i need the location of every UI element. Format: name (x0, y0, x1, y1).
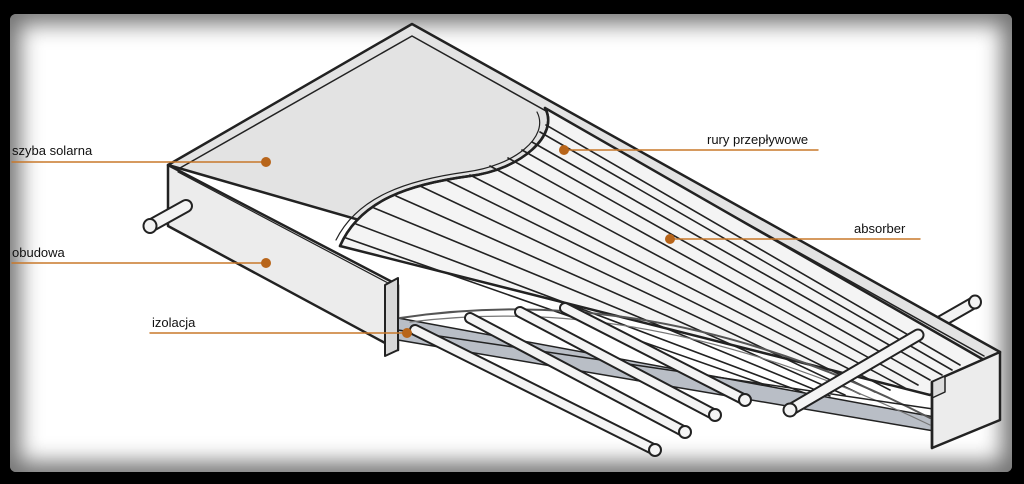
diagram-panel: szyba solarna obudowa izolacja rury prze… (10, 14, 1012, 472)
inlet-pipe-left (142, 199, 193, 234)
dot-absorber (665, 234, 675, 244)
marker-dots (261, 145, 675, 338)
label-szyba-solarna: szyba solarna (12, 143, 93, 158)
dot-szyba (261, 157, 271, 167)
label-obudowa: obudowa (12, 245, 65, 260)
label-rury-przeplywowe: rury przepływowe (707, 132, 809, 147)
leader-lines (11, 149, 921, 334)
dot-izolacja (402, 328, 412, 338)
flow-tubes (345, 124, 961, 398)
label-izolacja: izolacja (152, 315, 196, 330)
protruding-tubes (409, 302, 752, 457)
collector-manifold (782, 328, 925, 418)
dot-obudowa (261, 258, 271, 268)
solar-collector-diagram (11, 22, 1002, 457)
label-absorber: absorber (854, 221, 906, 236)
dot-rury (559, 145, 569, 155)
